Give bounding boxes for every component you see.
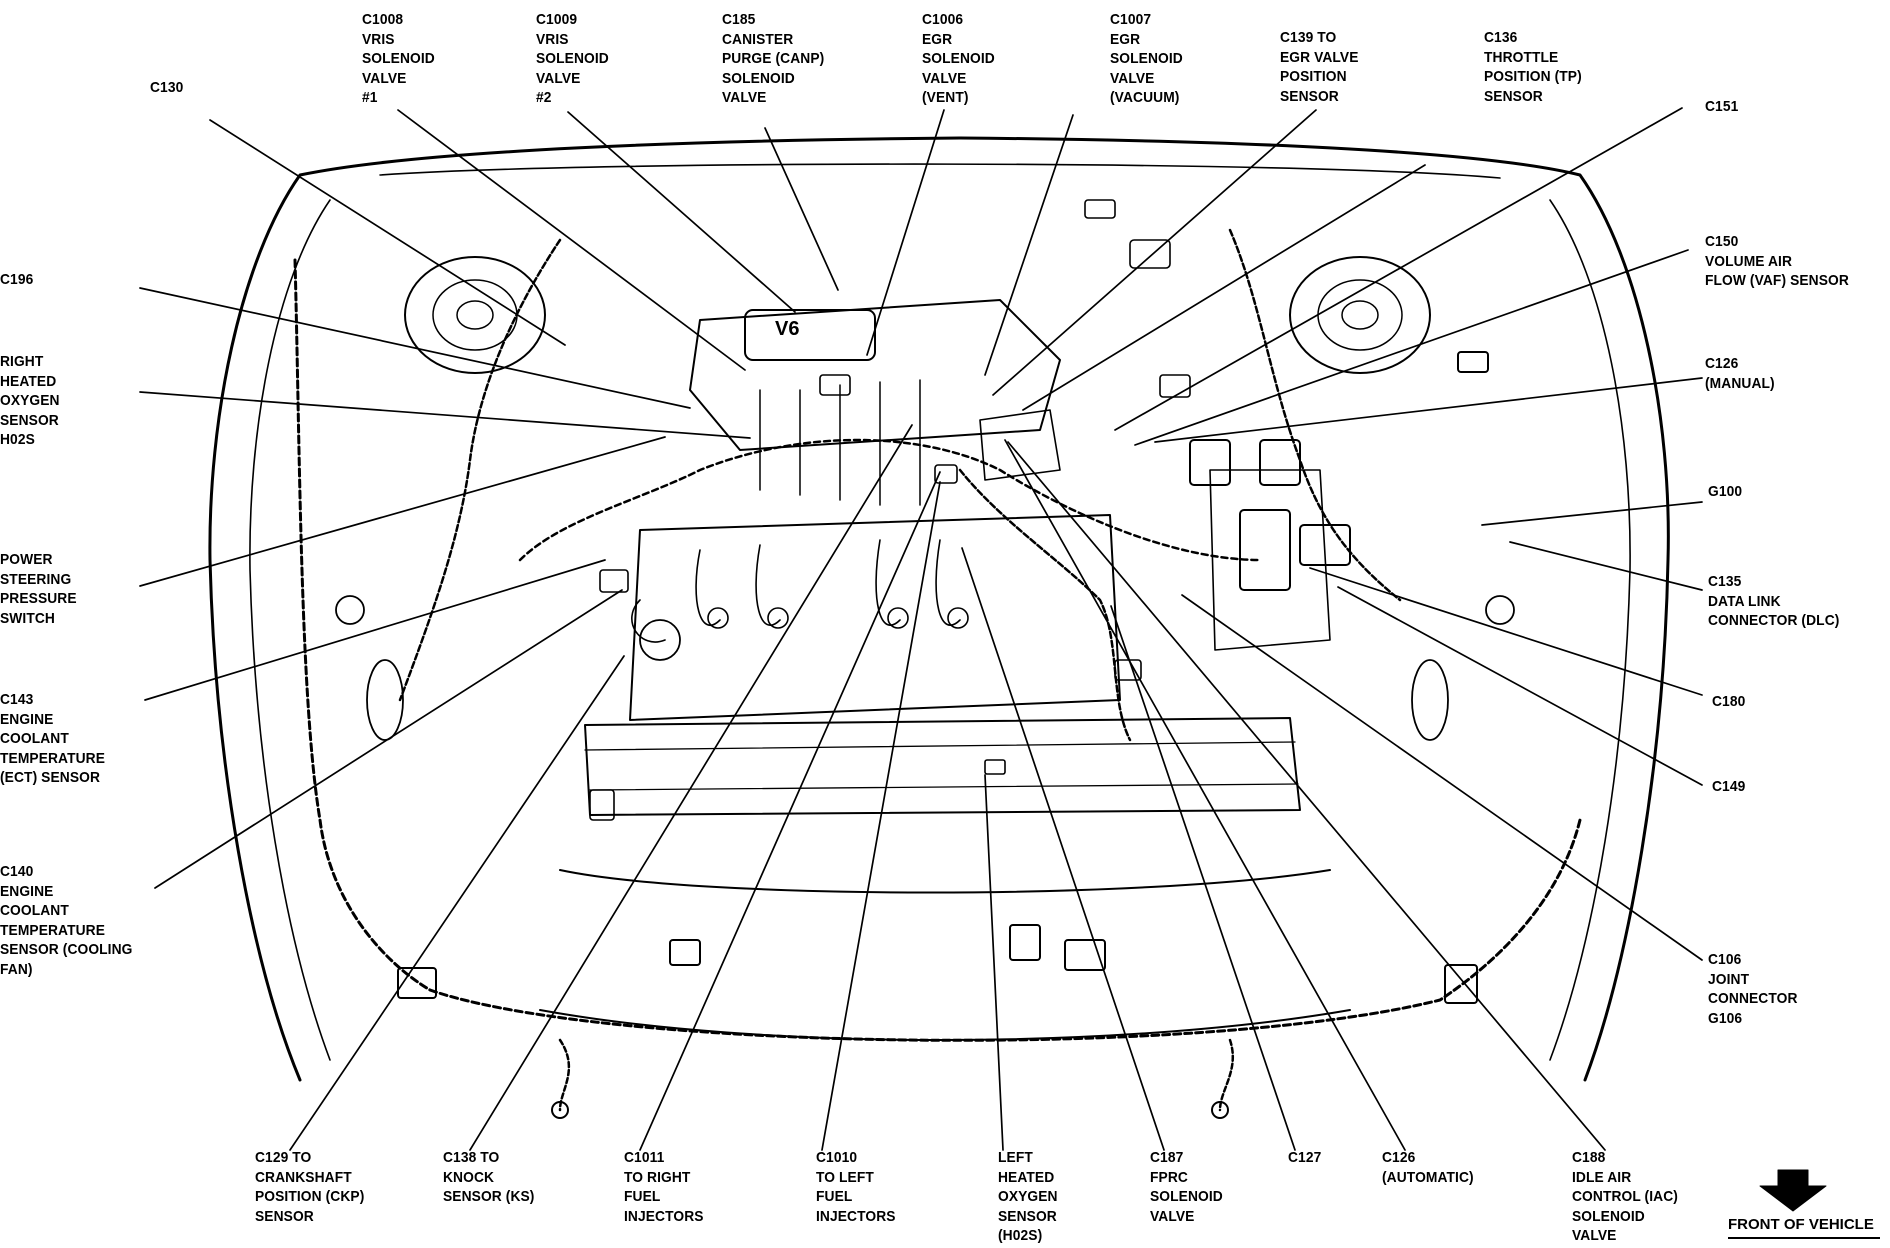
label-c136: C136 THROTTLE POSITION (TP) SENSOR	[1484, 29, 1582, 105]
label-c149: C149	[1712, 778, 1746, 795]
label-c130: C130	[150, 79, 184, 96]
label-c1007: C1007 EGR SOLENOID VALVE (VACUUM)	[1110, 11, 1183, 106]
front-of-vehicle-underline	[1728, 1237, 1880, 1239]
label-c187: C187 FPRC SOLENOID VALVE	[1150, 1149, 1223, 1225]
label-c1010: C1010 TO LEFT FUEL INJECTORS	[816, 1149, 896, 1225]
label-c1011: C1011 TO RIGHT FUEL INJECTORS	[624, 1149, 704, 1225]
label-c1006: C1006 EGR SOLENOID VALVE (VENT)	[922, 11, 995, 106]
label-c138: C138 TO KNOCK SENSOR (KS)	[443, 1149, 535, 1205]
label-c196: C196	[0, 271, 34, 288]
label-c129: C129 TO CRANKSHAFT POSITION (CKP) SENSOR	[255, 1149, 365, 1225]
label-c127: C127	[1288, 1149, 1322, 1166]
label-c180: C180	[1712, 693, 1746, 710]
label-c150: C150 VOLUME AIR FLOW (VAF) SENSOR	[1705, 233, 1849, 289]
label-g100: G100	[1708, 483, 1743, 500]
front-of-vehicle-label: FRONT OF VEHICLE	[1728, 1216, 1874, 1233]
label-c140: C140 ENGINE COOLANT TEMPERATURE SENSOR (…	[0, 863, 133, 978]
label-c139: C139 TO EGR VALVE POSITION SENSOR	[1280, 29, 1359, 105]
label-right-ho2s: RIGHT HEATED OXYGEN SENSOR H02S	[0, 353, 60, 448]
label-c188: C188 IDLE AIR CONTROL (IAC) SOLENOID VAL…	[1572, 1149, 1678, 1244]
label-left-ho2s: LEFT HEATED OXYGEN SENSOR (H02S)	[998, 1149, 1058, 1244]
engine-badge: V6	[775, 318, 800, 340]
label-c126-manual: C126 (MANUAL)	[1705, 355, 1775, 392]
label-c126-automatic: C126 (AUTOMATIC)	[1382, 1149, 1474, 1186]
label-c1009: C1009 VRIS SOLENOID VALVE #2	[536, 11, 609, 106]
label-power-steering-pressure-switch: POWER STEERING PRESSURE SWITCH	[0, 551, 77, 627]
label-c143: C143 ENGINE COOLANT TEMPERATURE (ECT) SE…	[0, 691, 106, 786]
label-c106: C106 JOINT CONNECTOR G106	[1708, 951, 1798, 1027]
label-c151: C151	[1705, 98, 1739, 115]
label-c1008: C1008 VRIS SOLENOID VALVE #1	[362, 11, 435, 106]
label-c185: C185 CANISTER PURGE (CANP) SOLENOID VALV…	[722, 11, 825, 106]
label-c135: C135 DATA LINK CONNECTOR (DLC)	[1708, 573, 1840, 629]
